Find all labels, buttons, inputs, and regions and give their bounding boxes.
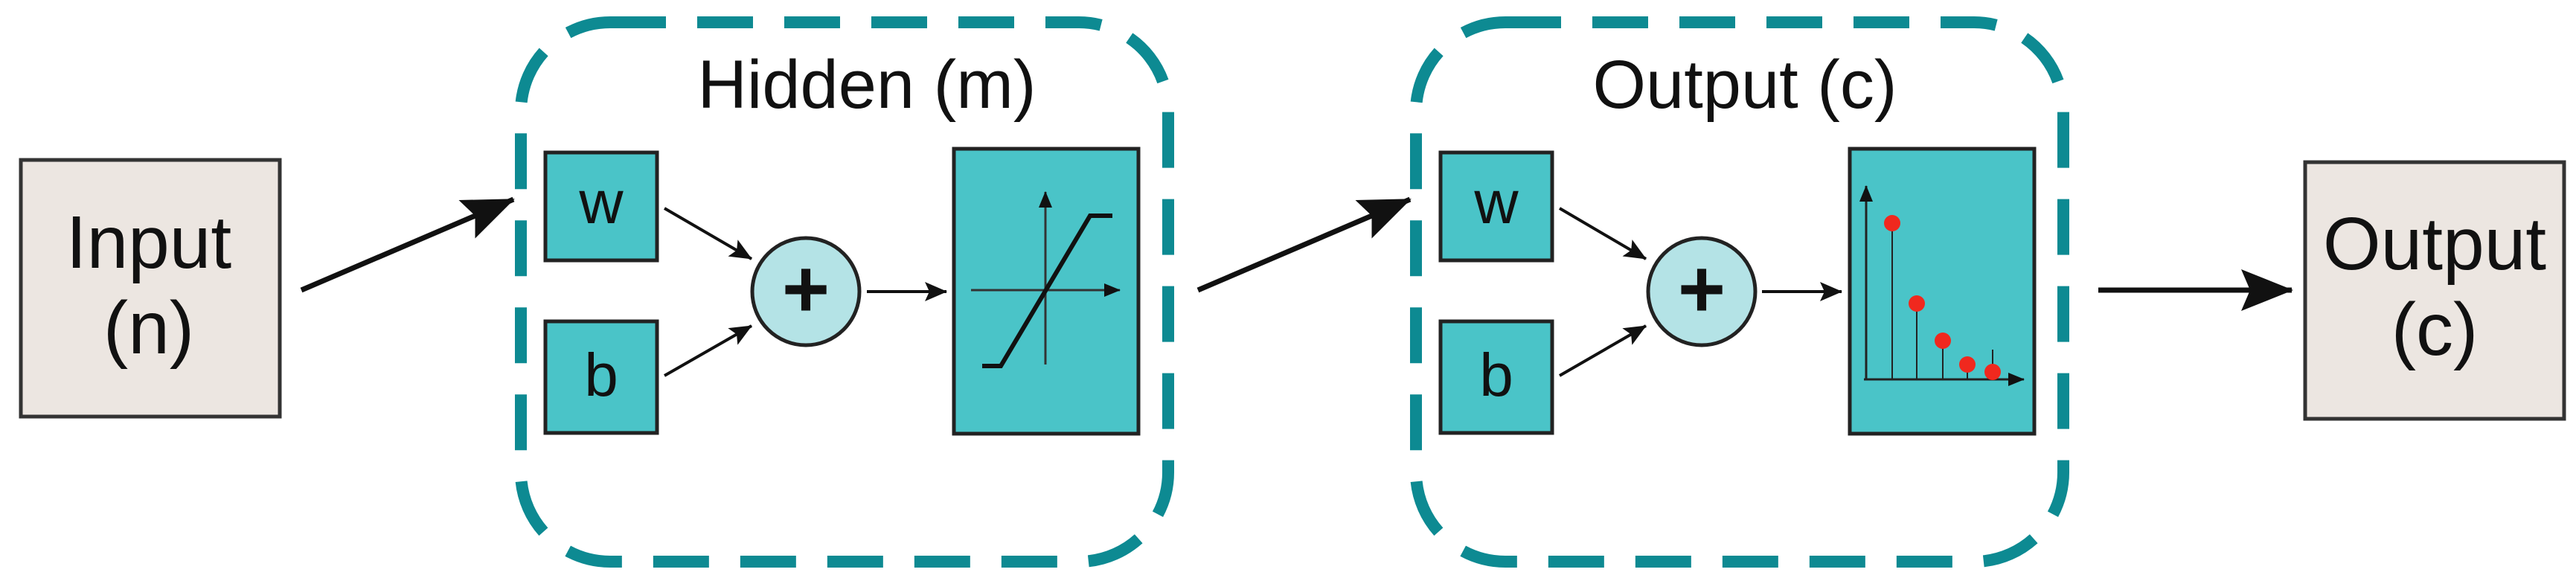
- hidden-sum-node: [750, 236, 862, 347]
- output-bias-label: b: [1479, 341, 1513, 409]
- output-bias-box: [1438, 319, 1554, 435]
- hidden-weight-to-sum-arrow: [663, 207, 753, 260]
- output-box: [2303, 160, 2566, 421]
- input-label-line2: (n): [103, 286, 194, 370]
- output-weight-box: [1438, 150, 1554, 263]
- hidden-weight-label: w: [578, 169, 624, 237]
- hidden-layer-boundary: [515, 16, 1174, 568]
- output-layer: Output (c) w b +: [1410, 16, 2069, 568]
- sigmoid-icon: [971, 191, 1121, 368]
- hidden-bias-box: [543, 319, 659, 435]
- output-sum-symbol: +: [1678, 243, 1726, 335]
- input-box: [19, 158, 282, 419]
- input-label-line1: Input: [66, 201, 232, 284]
- hidden-sum-symbol: +: [782, 243, 830, 335]
- output-layer-title: Output (c): [1592, 47, 1897, 123]
- hidden-transfer-function: [952, 147, 1141, 436]
- arrow-input-to-hidden: [300, 196, 515, 293]
- output-bias-to-sum-arrow: [1558, 324, 1647, 377]
- output-weight-to-sum-arrow: [1558, 207, 1647, 260]
- hidden-weight-box: [543, 150, 659, 263]
- hidden-bias-to-sum-arrow: [664, 324, 752, 377]
- output-transfer-box: [1848, 147, 2037, 436]
- hidden-layer: Hidden (m) w b +: [515, 16, 1174, 568]
- output-label-line2: (c): [2391, 288, 2479, 371]
- output-label-line1: Output: [2323, 202, 2546, 286]
- softmax-stem-icon: [1859, 185, 2025, 386]
- output-sum-node: [1646, 236, 1758, 347]
- output-transfer-function: [1848, 147, 2037, 436]
- output-layer-boundary: [1410, 16, 2069, 568]
- input-block: Input (n): [19, 158, 282, 419]
- arrow-hidden-to-output: [1196, 196, 1412, 293]
- output-weight-label: w: [1473, 169, 1519, 237]
- hidden-layer-title: Hidden (m): [697, 47, 1036, 123]
- hidden-bias-label: b: [584, 341, 618, 409]
- output-block: Output (c): [2303, 160, 2566, 421]
